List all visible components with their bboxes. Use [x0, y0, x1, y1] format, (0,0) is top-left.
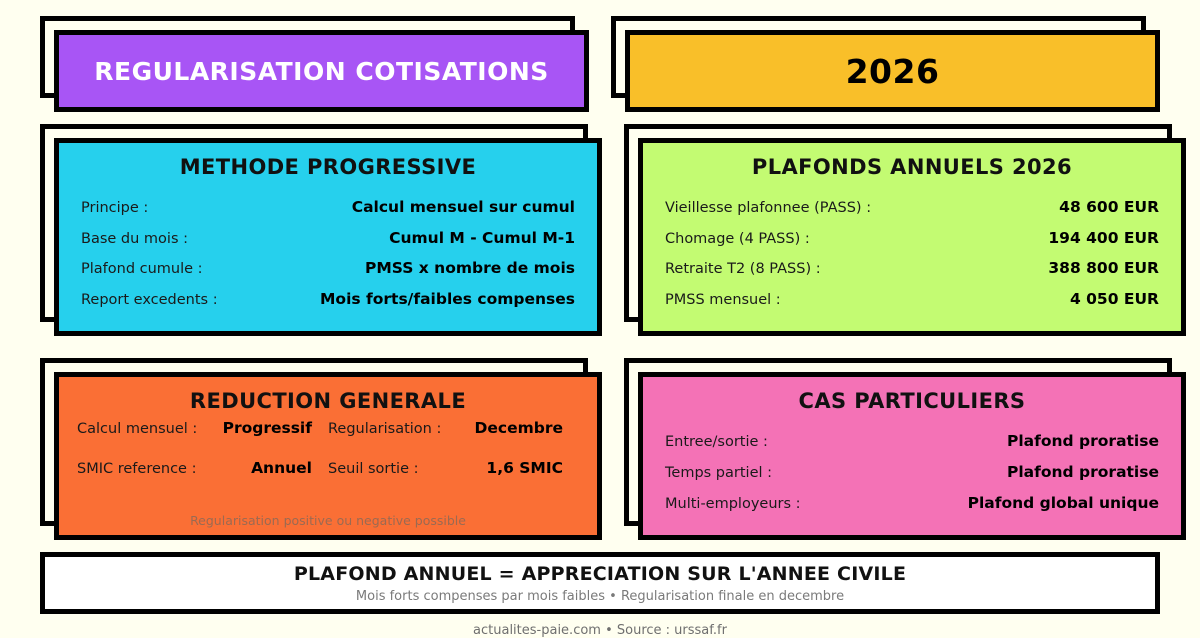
table-row: Report excedents : Mois forts/faibles co…	[77, 290, 579, 308]
table-row: Calcul mensuel : Progressif Regularisati…	[77, 419, 579, 437]
panel-methode-rows: Principe : Calcul mensuel sur cumul Base…	[77, 185, 579, 321]
panel-plafonds-annuels: PLAFONDS ANNUELS 2026 Vieillesse plafonn…	[624, 124, 1186, 336]
table-row: Plafond cumule : PMSS x nombre de mois	[77, 259, 579, 277]
row-label: Plafond cumule :	[81, 261, 203, 278]
row-label: Calcul mensuel :	[77, 421, 198, 437]
pair-cell: Seuil sortie : 1,6 SMIC	[328, 459, 579, 477]
panel-cas-title: CAS PARTICULIERS	[798, 389, 1026, 413]
row-value: 388 800 EUR	[1048, 259, 1159, 278]
table-row: Multi-employeurs : Plafond global unique	[661, 494, 1163, 512]
row-value: Cumul M - Cumul M-1	[389, 228, 575, 247]
row-label: Multi-employeurs :	[665, 496, 801, 512]
table-row: Vieillesse plafonnee (PASS) : 48 600 EUR	[661, 198, 1163, 216]
row-label: Chomage (4 PASS) :	[665, 230, 810, 247]
row-value: Progressif	[222, 419, 312, 437]
row-value: Decembre	[474, 419, 563, 437]
pair-cell: SMIC reference : Annuel	[77, 459, 328, 477]
summary-banner-title: PLAFOND ANNUEL = APPRECIATION SUR L'ANNE…	[293, 562, 907, 585]
row-value: 1,6 SMIC	[486, 459, 563, 477]
row-value: 194 400 EUR	[1048, 228, 1159, 247]
row-value: Annuel	[251, 459, 312, 477]
row-value: Plafond proratise	[1006, 463, 1159, 481]
row-label: SMIC reference :	[77, 461, 197, 477]
row-value: Plafond proratise	[1006, 432, 1159, 450]
row-label: PMSS mensuel :	[665, 292, 781, 309]
row-value: Calcul mensuel sur cumul	[351, 197, 575, 216]
table-row: Principe : Calcul mensuel sur cumul	[77, 198, 579, 216]
table-row: Entree/sortie : Plafond proratise	[661, 432, 1163, 450]
table-row: Base du mois : Cumul M - Cumul M-1	[77, 229, 579, 247]
table-row: SMIC reference : Annuel Seuil sortie : 1…	[77, 459, 579, 477]
header-card-year-inner: 2026	[625, 30, 1160, 112]
row-value: 48 600 EUR	[1059, 197, 1159, 216]
panel-plafonds-rows: Vieillesse plafonnee (PASS) : 48 600 EUR…	[661, 185, 1163, 321]
panel-reduction-inner: REDUCTION GENERALE Calcul mensuel : Prog…	[54, 372, 602, 540]
row-label: Regularisation :	[328, 421, 442, 437]
row-value: PMSS x nombre de mois	[364, 259, 575, 278]
header-card-title: REGULARISATION COTISATIONS	[40, 16, 589, 112]
row-label: Seuil sortie :	[328, 461, 419, 477]
row-value: 4 050 EUR	[1069, 290, 1159, 309]
panel-methode-progressive: METHODE PROGRESSIVE Principe : Calcul me…	[40, 124, 602, 336]
panel-reduction-title: REDUCTION GENERALE	[189, 389, 467, 413]
row-label: Base du mois :	[81, 230, 188, 247]
header-card-title-inner: REGULARISATION COTISATIONS	[54, 30, 589, 112]
panel-cas-inner: CAS PARTICULIERS Entree/sortie : Plafond…	[638, 372, 1186, 540]
panel-plafonds-title: PLAFONDS ANNUELS 2026	[751, 155, 1073, 179]
summary-banner: PLAFOND ANNUEL = APPRECIATION SUR L'ANNE…	[40, 552, 1160, 614]
table-row: Temps partiel : Plafond proratise	[661, 463, 1163, 481]
panel-reduction-rows: Calcul mensuel : Progressif Regularisati…	[77, 419, 579, 528]
summary-banner-subtitle: Mois forts compenses par mois faibles • …	[355, 588, 845, 604]
row-label: Report excedents :	[81, 292, 218, 309]
page-title: REGULARISATION COTISATIONS	[94, 56, 549, 86]
panel-methode-title: METHODE PROGRESSIVE	[179, 155, 477, 179]
year-label: 2026	[845, 51, 940, 91]
row-label: Entree/sortie :	[665, 434, 768, 450]
header-card-year: 2026	[611, 16, 1160, 112]
table-row: Retraite T2 (8 PASS) : 388 800 EUR	[661, 259, 1163, 277]
panel-plafonds-inner: PLAFONDS ANNUELS 2026 Vieillesse plafonn…	[638, 138, 1186, 336]
panel-cas-particuliers: CAS PARTICULIERS Entree/sortie : Plafond…	[624, 358, 1186, 540]
table-row: Chomage (4 PASS) : 194 400 EUR	[661, 229, 1163, 247]
footer-source: actualites-paie.com • Source : urssaf.fr	[473, 623, 727, 638]
pair-cell: Calcul mensuel : Progressif	[77, 419, 328, 437]
row-value: Mois forts/faibles compenses	[320, 290, 575, 309]
panel-reduction-note: Regularisation positive ou negative poss…	[190, 513, 466, 528]
pair-cell: Regularisation : Decembre	[328, 419, 579, 437]
panel-reduction-generale: REDUCTION GENERALE Calcul mensuel : Prog…	[40, 358, 602, 540]
row-label: Principe :	[81, 199, 149, 216]
row-label: Vieillesse plafonnee (PASS) :	[665, 199, 872, 216]
header-row: REGULARISATION COTISATIONS 2026	[40, 16, 1160, 112]
row-label: Retraite T2 (8 PASS) :	[665, 261, 821, 278]
panel-methode-inner: METHODE PROGRESSIVE Principe : Calcul me…	[54, 138, 602, 336]
panel-grid: METHODE PROGRESSIVE Principe : Calcul me…	[40, 124, 1186, 540]
table-row: PMSS mensuel : 4 050 EUR	[661, 290, 1163, 308]
row-value: Plafond global unique	[967, 494, 1159, 512]
row-label: Temps partiel :	[665, 465, 773, 481]
panel-cas-rows: Entree/sortie : Plafond proratise Temps …	[661, 419, 1163, 525]
